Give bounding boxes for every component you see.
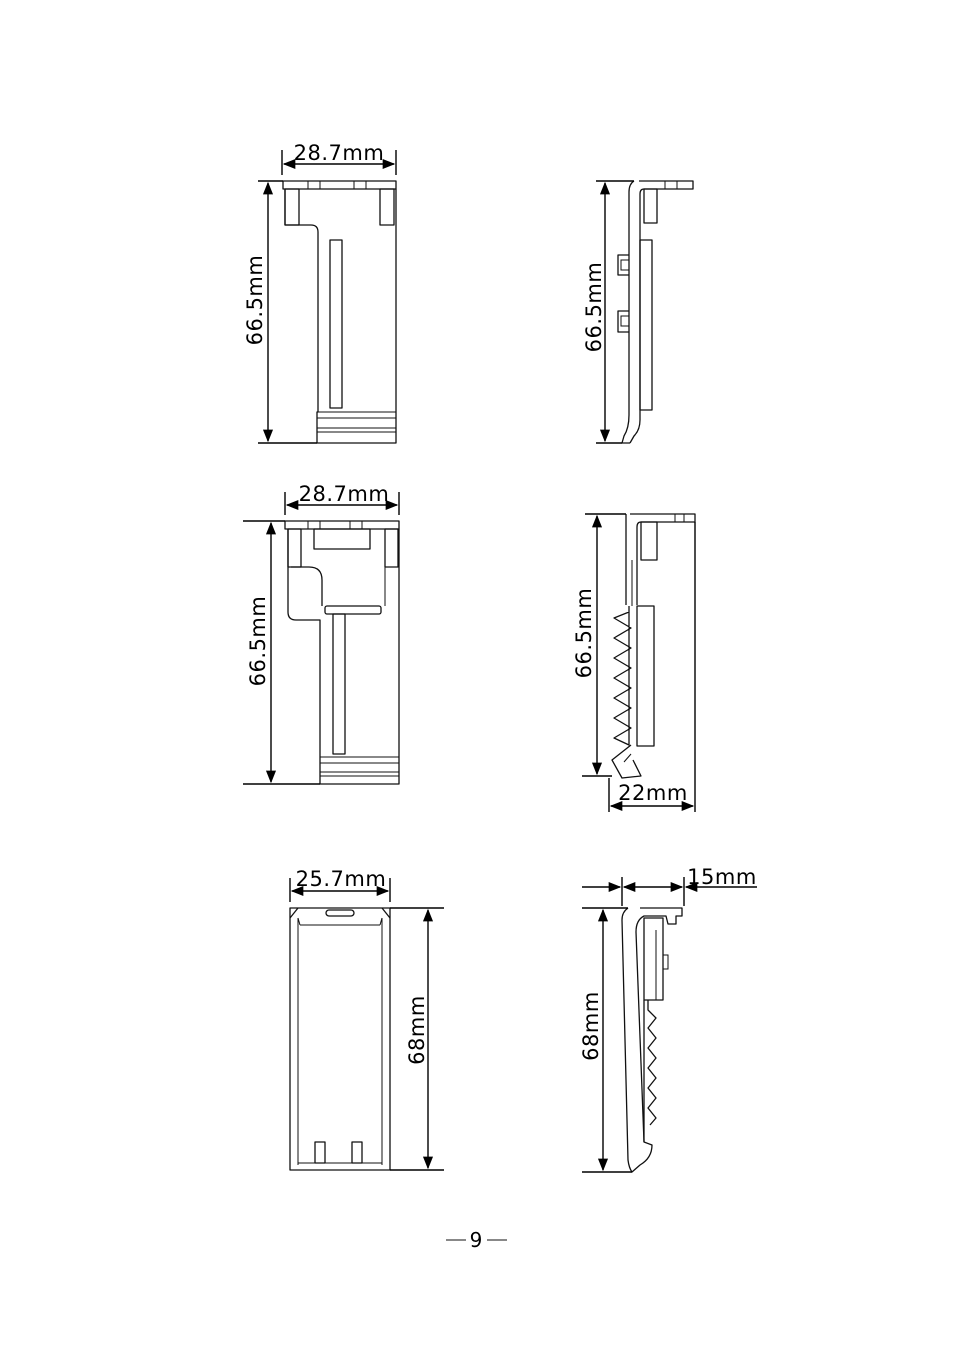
- clip-outline: [289, 907, 391, 1171]
- view-1-side: 66.5mm: [582, 180, 694, 444]
- height-label: 66.5mm: [246, 596, 270, 687]
- width-dimension: 28.7mm: [281, 141, 397, 175]
- height-label: 66.5mm: [572, 588, 596, 679]
- height-dimension: 66.5mm: [582, 180, 634, 444]
- clip-outline: [611, 513, 696, 779]
- page-footer: 9: [446, 1228, 507, 1252]
- clip-outline: [282, 180, 397, 444]
- clip-outline: [617, 180, 694, 444]
- view-1-front: 28.7mm 66.5mm: [243, 141, 397, 444]
- depth-dimension: 15mm: [582, 865, 757, 906]
- view-2-front: 28.7mm 66.5mm: [243, 482, 400, 785]
- width-label: 28.7mm: [299, 482, 390, 506]
- height-dimension: 68mm: [579, 907, 632, 1173]
- page-number: 9: [470, 1228, 483, 1252]
- view-2-side: 66.5mm 22mm: [572, 513, 696, 812]
- view-3-side: 68mm 15mm: [579, 865, 757, 1173]
- height-label: 66.5mm: [582, 262, 606, 353]
- clip-outline: [621, 907, 683, 1173]
- height-dimension: 68mm: [390, 907, 444, 1171]
- height-dimension: 66.5mm: [243, 180, 317, 444]
- depth-label: 15mm: [687, 865, 757, 889]
- width-dimension: 25.7mm: [289, 867, 391, 902]
- height-dimension: 66.5mm: [243, 520, 320, 785]
- height-label: 66.5mm: [243, 255, 267, 346]
- depth-dimension: 22mm: [608, 522, 696, 812]
- view-3-front: 25.7mm 68mm: [289, 867, 444, 1171]
- clip-outline: [284, 520, 400, 785]
- height-label: 68mm: [579, 991, 603, 1061]
- height-label: 68mm: [405, 995, 429, 1065]
- width-dimension: 28.7mm: [284, 482, 400, 515]
- width-label: 28.7mm: [294, 141, 385, 165]
- height-dimension: 66.5mm: [572, 513, 626, 777]
- width-label: 25.7mm: [296, 867, 387, 891]
- depth-label: 22mm: [618, 781, 688, 805]
